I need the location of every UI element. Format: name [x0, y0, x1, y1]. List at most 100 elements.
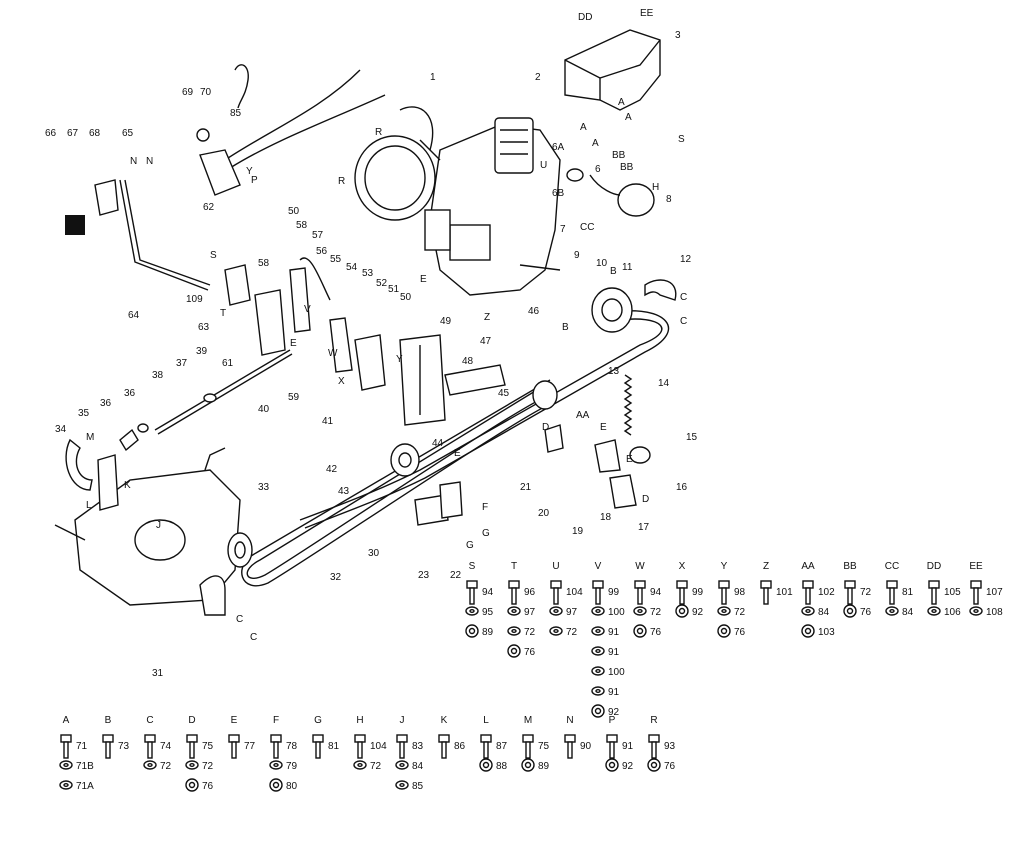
washer-icon: [549, 606, 563, 616]
callout: 85: [230, 108, 242, 119]
callout: 48: [462, 356, 474, 367]
bolt-icon: [312, 734, 324, 759]
callout: 65: [122, 128, 134, 139]
callout: C: [680, 292, 687, 303]
callout: 56: [316, 246, 328, 257]
grid-part-number: 72: [734, 607, 746, 618]
grid-part-number: 75: [202, 741, 214, 752]
bolt-icon: [886, 580, 898, 605]
callout: 37: [176, 358, 188, 369]
callout: 66: [45, 128, 57, 139]
u-bracket: [65, 438, 119, 511]
washer-icon: [717, 606, 731, 616]
grid-part-number: 84: [412, 761, 424, 772]
callout: 58: [258, 258, 270, 269]
grid-part-number: 95: [482, 607, 494, 618]
grid-part-number: 76: [734, 627, 746, 638]
bolt-icon: [480, 734, 492, 759]
grid-part-number: 76: [664, 761, 676, 772]
callout: M: [86, 432, 94, 443]
nut-icon: [717, 624, 731, 638]
grid-part-number: 85: [412, 781, 424, 792]
washer-icon: [591, 686, 605, 696]
mounting-brackets: [414, 424, 651, 526]
grid-part-number: 99: [692, 587, 704, 598]
callout: Y: [396, 354, 403, 365]
grid-part-number: 84: [902, 607, 914, 618]
letter-callouts: DD EE A A A A BB BB S H CC U R R Y P N N…: [86, 8, 687, 643]
bolt-icon: [438, 734, 450, 759]
grid-part-number: 76: [860, 607, 872, 618]
grid-part-number: 73: [118, 741, 130, 752]
grid-part-number: 72: [860, 587, 872, 598]
grid-part-number: 84: [818, 607, 830, 618]
washer-icon: [591, 666, 605, 676]
grid-part-number: 107: [986, 587, 1003, 598]
grid-part-number: 96: [524, 587, 536, 598]
washer-icon: [591, 646, 605, 656]
grid-letter-header: K: [441, 715, 448, 726]
callouts: 1 2 3 6 6A 6B 7 8 9 10 11 12 13 14 15 16…: [45, 30, 698, 679]
grid-part-number: 75: [538, 741, 550, 752]
grid-part-number: 100: [608, 667, 625, 678]
grid-letter-header: D: [188, 715, 195, 726]
callout: 33: [258, 482, 270, 493]
callout: N: [130, 156, 137, 167]
grid-letter-header: R: [650, 715, 657, 726]
callout: R: [338, 176, 345, 187]
washer-icon: [59, 760, 73, 770]
grid-letter-header: M: [524, 715, 532, 726]
clutch-bracket: [399, 334, 506, 426]
callout: E: [290, 338, 297, 349]
grid-part-number: 104: [370, 741, 387, 752]
callout: E: [600, 422, 607, 433]
grid-part-number: 76: [524, 647, 536, 658]
bolt-icon: [522, 734, 534, 759]
callout: J: [156, 520, 161, 531]
nut-icon: [269, 778, 283, 792]
callout: 10: [596, 258, 608, 269]
callout: N: [146, 156, 153, 167]
callout: D: [542, 422, 549, 433]
callout: 70: [200, 87, 212, 98]
callout: 41: [322, 416, 334, 427]
callout: 17: [638, 522, 650, 533]
grid-letter-header: X: [679, 561, 686, 572]
bolt-icon: [144, 734, 156, 759]
callout: 6: [595, 164, 601, 175]
callout: 14: [658, 378, 670, 389]
grid-part-number: 76: [650, 627, 662, 638]
grid-part-number: 90: [580, 741, 592, 752]
grid-part-number: 104: [566, 587, 583, 598]
grid-letter-header: DD: [927, 561, 941, 572]
callout: 53: [362, 268, 374, 279]
washer-icon: [885, 606, 899, 616]
callout: 64: [128, 310, 140, 321]
callout: H: [652, 182, 659, 193]
callout: 57: [312, 230, 324, 241]
callout: A: [592, 138, 599, 149]
washer-icon: [395, 760, 409, 770]
callout: C: [236, 614, 243, 625]
callout: E: [626, 454, 633, 465]
grid-part-number: 71B: [76, 761, 94, 772]
grid-part-number: 94: [650, 587, 662, 598]
callout: 1: [430, 72, 436, 83]
bolt-icon: [270, 734, 282, 759]
engine-pulley: [591, 287, 633, 333]
callout: 55: [330, 254, 342, 265]
grid-part-number: 71A: [76, 781, 94, 792]
callout: 22: [450, 570, 462, 581]
bolt-icon: [802, 580, 814, 605]
grid-letter-header: C: [146, 715, 153, 726]
grid-letter-header: H: [356, 715, 363, 726]
callout: EE: [640, 8, 654, 19]
grid-part-number: 101: [776, 587, 793, 598]
callout: 43: [338, 486, 350, 497]
callout: E: [454, 448, 461, 459]
bolt-icon: [928, 580, 940, 605]
belt-guard: [644, 279, 677, 301]
callout: 6A: [552, 142, 565, 153]
grid-part-number: 81: [328, 741, 340, 752]
